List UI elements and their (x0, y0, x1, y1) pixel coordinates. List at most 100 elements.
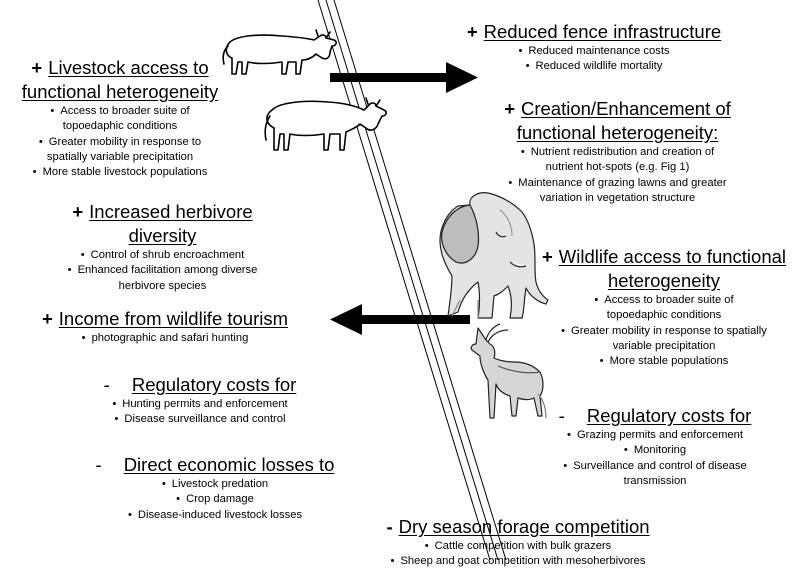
bullet-item: •Nutrient redistribution and creation of (480, 145, 755, 160)
left-regulatory-costs-section: -Regulatory costs for •Hunting permits a… (80, 373, 320, 428)
bullet-glyph: • (32, 166, 37, 179)
bullet-item: • Sheep and goat competition with mesoher… (368, 554, 668, 569)
title-line: Creation/Enhancement of (521, 98, 731, 119)
herbivore-diversity-section: +Increased herbivore diversity •Control … (0, 200, 325, 294)
bullet-glyph: • (623, 444, 628, 457)
bullet-glyph: • (520, 146, 525, 158)
wildlife-tourism-title: +Income from wildlife tourism (0, 307, 330, 331)
bullet-text: Disease-induced livestock losses (137, 508, 303, 521)
wildlife-tourism-section: +Income from wildlife tourism •photograp… (0, 307, 330, 346)
bullet-text: Grazing permits and enforcement (576, 429, 743, 441)
title-line: functional heterogeneity (21, 81, 219, 102)
bullet-item-continued: topoedaphic conditions (530, 308, 798, 323)
bullet-text: Access to broader suite of (60, 105, 190, 117)
right-regulatory-costs-section: -Regulatory costs for • Grazing permits a… (530, 404, 780, 489)
title-line: Livestock access to (48, 57, 209, 78)
bullet-text: Greater mobility in response to (48, 135, 202, 148)
plus-sign: + (466, 21, 478, 42)
bullet-item: • Crop damage (70, 492, 360, 507)
bullet-glyph: • (81, 332, 86, 344)
bullet-item: •Hunting permits and enforcement (80, 397, 320, 412)
bullet-glyph: • (424, 540, 429, 552)
heterogeneity-section: +Creation/Enhancement of functional hete… (480, 97, 755, 206)
title-line: diversity (128, 225, 197, 246)
bullet-item: • More stable populations (530, 354, 798, 369)
title-line: Regulatory costs for (586, 405, 752, 426)
bullet-item-continued: variation in vegetation structure (480, 191, 755, 206)
bullet-item: • Greater mobility in response to spatial… (530, 324, 798, 339)
herbivore-diversity-title: +Increased herbivore (0, 200, 325, 224)
bullet-glyph: • (80, 249, 85, 261)
title-line: Income from wildlife tourism (58, 308, 289, 329)
fence-section: +Reduced fence infrastructure •Reduced m… (444, 20, 744, 75)
bullet-item: •photographic and safari hunting (0, 331, 330, 346)
title-line: heterogeneity (607, 270, 721, 291)
plus-sign: + (31, 57, 43, 78)
bullet-item-continued: nutrient hot-spots (e.g. Fig 1) (480, 160, 755, 175)
bullet-item: •Control of shrub encroachment (0, 248, 325, 263)
bullet-glyph: • (67, 264, 72, 277)
bullet-glyph: • (176, 493, 181, 506)
bullet-text: More stable populations (609, 355, 729, 368)
title-line: Reduced fence infrastructure (483, 21, 722, 42)
bullet-text: Livestock predation (171, 478, 269, 490)
minus-sign: - (386, 516, 393, 537)
bullet-text: spatially variable precipitation (46, 150, 194, 163)
title-line: Dry season forage competition (398, 516, 650, 537)
wildlife-access-section: +Wildlife access to functional heterogen… (530, 245, 798, 369)
bullet-item: • Access to broader suite of (0, 104, 240, 119)
bullet-text: variable precipitation (612, 339, 716, 352)
bullet-item: •Enhanced facilitation among diverse (0, 263, 325, 278)
economic-losses-title: -Direct economic losses to (70, 453, 360, 477)
title-line: Regulatory costs for (131, 374, 297, 395)
bullet-glyph: • (161, 478, 166, 490)
minus-sign: - (558, 405, 565, 426)
bullet-item: • Reduced wildlife mortality (444, 59, 744, 74)
bullet-glyph: • (518, 45, 523, 57)
bullet-text: Access to broader suite of (604, 294, 734, 306)
bullet-item: •More stable livestock populations (0, 165, 240, 180)
bullet-item-continued: variable precipitation (530, 339, 798, 354)
plus-sign: + (41, 308, 53, 329)
bullet-item: •Cattle competition with bulk grazers (368, 539, 668, 554)
bullet-glyph: • (561, 324, 566, 337)
bullet-item: •Surveillance and control of disease (530, 459, 780, 474)
title-line: functional heterogeneity: (516, 122, 719, 143)
livestock-access-section: +Livestock access to functional heteroge… (0, 56, 240, 180)
livestock-access-title: +Livestock access to (0, 56, 240, 80)
bullet-text: variation in vegetation structure (539, 191, 696, 204)
bullet-text: Surveillance and control of disease (573, 459, 747, 472)
bullet-glyph: • (112, 398, 117, 410)
wildlife-access-title-line2: heterogeneity (530, 269, 798, 293)
title-line: Increased herbivore (89, 201, 253, 222)
bullet-text: Greater mobility in response to spatiall… (571, 324, 767, 337)
bullet-glyph: • (599, 355, 604, 368)
bullet-text: Sheep and goat competition with mesoherb… (400, 555, 646, 568)
bullet-text: topoedaphic conditions (606, 309, 722, 322)
bullet-item: • Monitoring (530, 443, 780, 458)
heterogeneity-title: +Creation/Enhancement of (480, 97, 755, 121)
livestock-access-title-line2: functional heterogeneity (0, 80, 240, 104)
forage-competition-title: -Dry season forage competition (368, 515, 668, 539)
plus-sign: + (72, 201, 84, 222)
bullet-text: nutrient hot-spots (e.g. Fig 1) (545, 161, 690, 174)
bullet-glyph: • (594, 294, 599, 306)
bullet-glyph: • (390, 555, 395, 568)
bullet-item: •Maintenance of grazing lawns and greate… (480, 176, 755, 191)
left-regulatory-costs-title: -Regulatory costs for (80, 373, 320, 397)
right-regulatory-costs-title: -Regulatory costs for (530, 404, 780, 428)
bullet-text: Crop damage (186, 493, 254, 506)
bullet-glyph: • (525, 60, 530, 73)
economic-losses-section: -Direct economic losses to • Livestock pr… (70, 453, 360, 523)
bullet-item: •Reduced maintenance costs (444, 44, 744, 59)
bullet-text: Monitoring (633, 444, 687, 457)
bullet-item-continued: topoedaphic conditions (0, 119, 240, 134)
bullet-item-continued: herbivore species (0, 279, 325, 294)
bullet-text: Reduced wildlife mortality (535, 60, 663, 73)
bullet-item: •Disease-induced livestock losses (70, 508, 360, 523)
bullet-text: Maintenance of grazing lawns and greater (518, 176, 727, 189)
title-line: Direct economic losses to (123, 454, 335, 475)
bullet-text: transmission (623, 474, 687, 487)
bullet-glyph: • (50, 105, 55, 117)
